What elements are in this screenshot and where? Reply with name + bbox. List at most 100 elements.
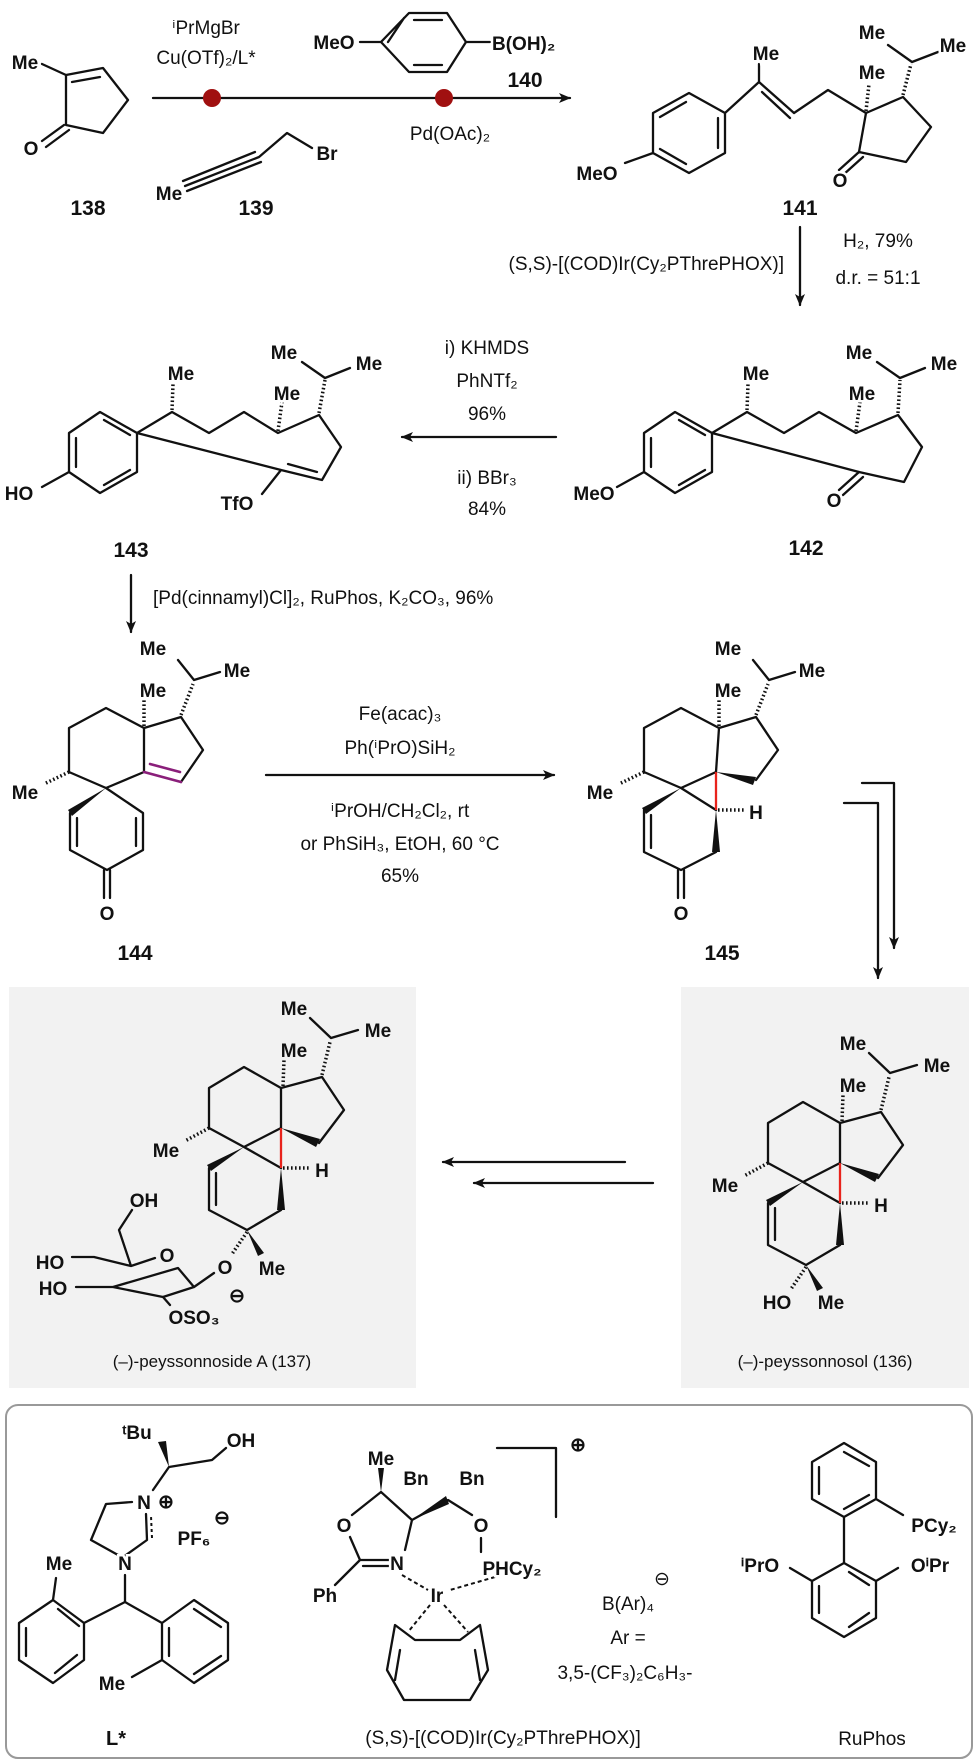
step-5-arrow: Fe(acac)₃ Ph(ⁱPrO)SiH₂ ⁱPrOH/CH₂Cl₂, rt … (264, 704, 556, 887)
compound-136: Me Me Me Me H HO Me (–)-peyssonnosol (13… (709, 1032, 952, 1372)
step-marker-dot (203, 89, 221, 107)
atom-label: H (749, 803, 763, 824)
compound-144: Me Me Me Me O 144 (9, 637, 252, 966)
aryl-definition: 3,5-(CF₃)₂C₆H₃- (557, 1663, 692, 1684)
atom-label: Me (799, 661, 825, 682)
atom-label: Me (840, 1076, 866, 1097)
atom-label: MeO (576, 164, 617, 185)
atom-label: N (137, 1493, 151, 1514)
step-1-arrow: ⁱPrMgBr Cu(OTf)₂/L* Pd(OAc)₂ (151, 18, 572, 145)
reagent-line: PhNTf₂ (456, 371, 517, 392)
aryl-definition: Ar = (610, 1628, 645, 1649)
atom-label: Me (281, 1041, 307, 1062)
reagent-legend-box (5, 1404, 973, 1759)
atom-label: OH (130, 1191, 159, 1212)
atom-label: HO (36, 1253, 65, 1274)
charge-minus: ⊖ (654, 1569, 670, 1590)
reagent-conditions: H₂, 79% (843, 231, 913, 252)
atom-label: Me (924, 1056, 950, 1077)
atom-label: H (315, 1161, 329, 1182)
counterion: B(Ar)₄ (602, 1594, 654, 1615)
atom-label: O (827, 491, 842, 512)
compound-145: Me Me Me Me H O 145 (584, 637, 827, 966)
atom-label: Me (356, 354, 382, 375)
atom-label: Me (859, 63, 885, 84)
atom-label: Br (316, 144, 338, 165)
atom-label: ⁱPrO (741, 1556, 779, 1577)
atom-label: Me (365, 1021, 391, 1042)
reagent-line: Fe(acac)₃ (359, 704, 442, 725)
compound-142: MeO Me Me O Me Me 142 (571, 341, 960, 561)
atom-label: Me (259, 1259, 285, 1280)
atom-label: N (390, 1554, 404, 1575)
atom-label: H (874, 1196, 888, 1217)
atom-label: OSO₃ (168, 1308, 219, 1329)
atom-label: Me (281, 999, 307, 1020)
atom-label: Me (859, 23, 885, 44)
atom-label: O (160, 1246, 175, 1267)
step-4-arrow: [Pd(cinnamyl)Cl]₂, RuPhos, K₂CO₃, 96% (126, 573, 493, 634)
atom-label: HO (5, 484, 34, 505)
atom-label: Me (818, 1293, 844, 1314)
atom-label: N (118, 1554, 132, 1575)
atom-label: Me (140, 639, 166, 660)
compound-number: 141 (782, 197, 817, 220)
legend-label: RuPhos (838, 1729, 906, 1750)
reagent-line: [Pd(cinnamyl)Cl]₂, RuPhos, K₂CO₃, 96% (153, 588, 493, 609)
atom-label: Me (931, 354, 957, 375)
atom-label: Me (46, 1554, 72, 1575)
ruphos-structure: PCy₂ ⁱPrO OⁱPr RuPhos (738, 1441, 959, 1750)
atom-label: Me (849, 384, 875, 405)
compound-number: 143 (113, 539, 148, 562)
reagent-line: or PhSiH₃, EtOH, 60 °C (300, 834, 499, 855)
reagent-dr: d.r. = 51:1 (835, 268, 920, 289)
multistep-arrow-down (842, 781, 899, 980)
compound-number: 138 (70, 197, 105, 220)
atom-label: Me (715, 639, 741, 660)
atom-label: Me (12, 783, 38, 804)
atom-label: Me (712, 1176, 738, 1197)
ligand-l-star: ᵗBu OH N ⊕ PF₆ ⊖ N Me Me L* (17, 1421, 258, 1750)
atom-label: Me (846, 343, 872, 364)
compound-number: 145 (704, 942, 739, 965)
atom-label: HO (763, 1293, 792, 1314)
atom-label: Me (587, 783, 613, 804)
reagent-line: 65% (381, 866, 419, 887)
atom-label: Ir (431, 1586, 444, 1607)
compound-name: (–)-peyssonnoside A (137) (113, 1352, 311, 1371)
atom-label: MeO (313, 33, 354, 54)
compound-138: Me O 138 (9, 51, 130, 220)
atom-label: OⁱPr (911, 1556, 950, 1577)
atom-label: Bn (459, 1469, 484, 1490)
atom-label: O (337, 1516, 352, 1537)
reagent-line: 84% (468, 499, 506, 520)
atom-label: Me (156, 184, 182, 205)
compound-143: HO Me Me TfO Me Me 143 (2, 341, 384, 563)
atom-label: Me (271, 343, 297, 364)
compound-number: 140 (507, 69, 542, 92)
compound-139: Br Me 139 (153, 131, 341, 220)
compound-name: (–)-peyssonnosol (136) (738, 1352, 913, 1371)
atom-label: Me (99, 1674, 125, 1695)
step-2-arrow: (S,S)-[(COD)Ir(Cy₂PThrePHOX)] H₂, 79% d.… (509, 225, 921, 307)
atom-label: TfO (221, 494, 254, 515)
atom-label: PF₆ (178, 1529, 211, 1550)
reagent-line: Ph(ⁱPrO)SiH₂ (344, 738, 455, 759)
atom-label: Me (753, 44, 779, 65)
reagent-line: ii) BBr₃ (457, 468, 516, 489)
atom-label: PCy₂ (911, 1516, 956, 1537)
atom-label: Me (224, 661, 250, 682)
reagent-line: i) KHMDS (445, 338, 529, 359)
charge-plus: ⊕ (158, 1492, 174, 1513)
atom-label: B(OH)₂ (492, 34, 555, 55)
reagent-palladium: Pd(OAc)₂ (410, 124, 490, 145)
atom-label: Me (12, 53, 38, 74)
compound-140: MeO B(OH)₂ 140 (311, 11, 558, 92)
atom-label: PHCy₂ (482, 1559, 541, 1580)
reagent-grignard: ⁱPrMgBr (172, 18, 240, 39)
atom-label: O (24, 139, 39, 160)
charge-plus: ⊕ (570, 1435, 586, 1456)
reagent-line: 96% (468, 404, 506, 425)
atom-label: O (474, 1516, 489, 1537)
peyssonnosol-panel (681, 987, 969, 1388)
